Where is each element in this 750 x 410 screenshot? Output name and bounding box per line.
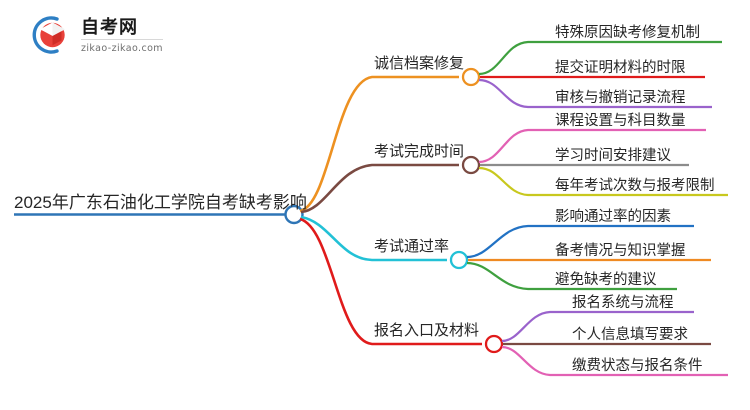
leaf-2-3-link: [478, 166, 728, 197]
branch-3-node-dot[interactable]: [449, 250, 469, 270]
leaf-topic-4-2[interactable]: 个人信息填写要求: [572, 327, 688, 343]
branch-2-node-dot[interactable]: [461, 155, 481, 175]
leaf-topic-1-2[interactable]: 提交证明材料的时限: [555, 60, 686, 76]
branch-topic-2[interactable]: 考试完成时间: [374, 143, 465, 160]
branch-1-link: [299, 75, 459, 213]
leaf-topic-3-1[interactable]: 影响通过率的因素: [555, 209, 671, 225]
leaf-topic-2-2[interactable]: 学习时间安排建议: [555, 148, 671, 164]
branch-1-node-dot[interactable]: [461, 67, 481, 87]
leaf-1-1-link: [478, 40, 722, 76]
logo-domain: zikao-zikao.com: [81, 43, 163, 54]
graduation-cap-icon: [27, 13, 73, 57]
branch-2-link: [300, 163, 459, 214]
branch-3-link: [300, 215, 447, 262]
leaf-1-3-link: [478, 78, 712, 109]
leaf-topic-4-1[interactable]: 报名系统与流程: [572, 295, 674, 311]
site-logo[interactable]: 自考网 zikao-zikao.com: [27, 12, 227, 58]
branch-topic-4[interactable]: 报名入口及材料: [374, 322, 480, 339]
leaf-4-1-link: [501, 310, 694, 343]
branch-4-node-dot[interactable]: [484, 334, 504, 354]
leaf-topic-1-1[interactable]: 特殊原因缺考修复机制: [555, 25, 700, 41]
branch-4-link: [299, 217, 482, 346]
leaf-topic-4-3[interactable]: 缴费状态与报名条件: [572, 358, 703, 374]
leaf-4-3-link: [501, 345, 728, 377]
leaf-3-3-link: [466, 261, 677, 291]
leaf-topic-2-3[interactable]: 每年考试次数与报考限制: [555, 178, 715, 194]
branch-topic-1[interactable]: 诚信档案修复: [374, 55, 465, 72]
leaf-topic-3-2[interactable]: 备考情况与知识掌握: [555, 243, 686, 259]
root-node-dot[interactable]: [284, 204, 304, 225]
leaf-topic-3-3[interactable]: 避免缺考的建议: [555, 272, 657, 288]
leaf-topic-2-1[interactable]: 课程设置与科目数量: [555, 113, 686, 129]
leaf-3-1-link: [466, 224, 694, 259]
root-topic[interactable]: 2025年广东石油化工学院自考缺考影响: [14, 193, 307, 212]
leaf-2-1-link: [478, 128, 706, 164]
logo-wordmark: 自考网 zikao-zikao.com: [81, 15, 163, 55]
logo-title: 自考网: [81, 17, 163, 40]
branch-topic-3[interactable]: 考试通过率: [374, 238, 450, 255]
leaf-topic-1-3[interactable]: 审核与撤销记录流程: [555, 90, 686, 106]
